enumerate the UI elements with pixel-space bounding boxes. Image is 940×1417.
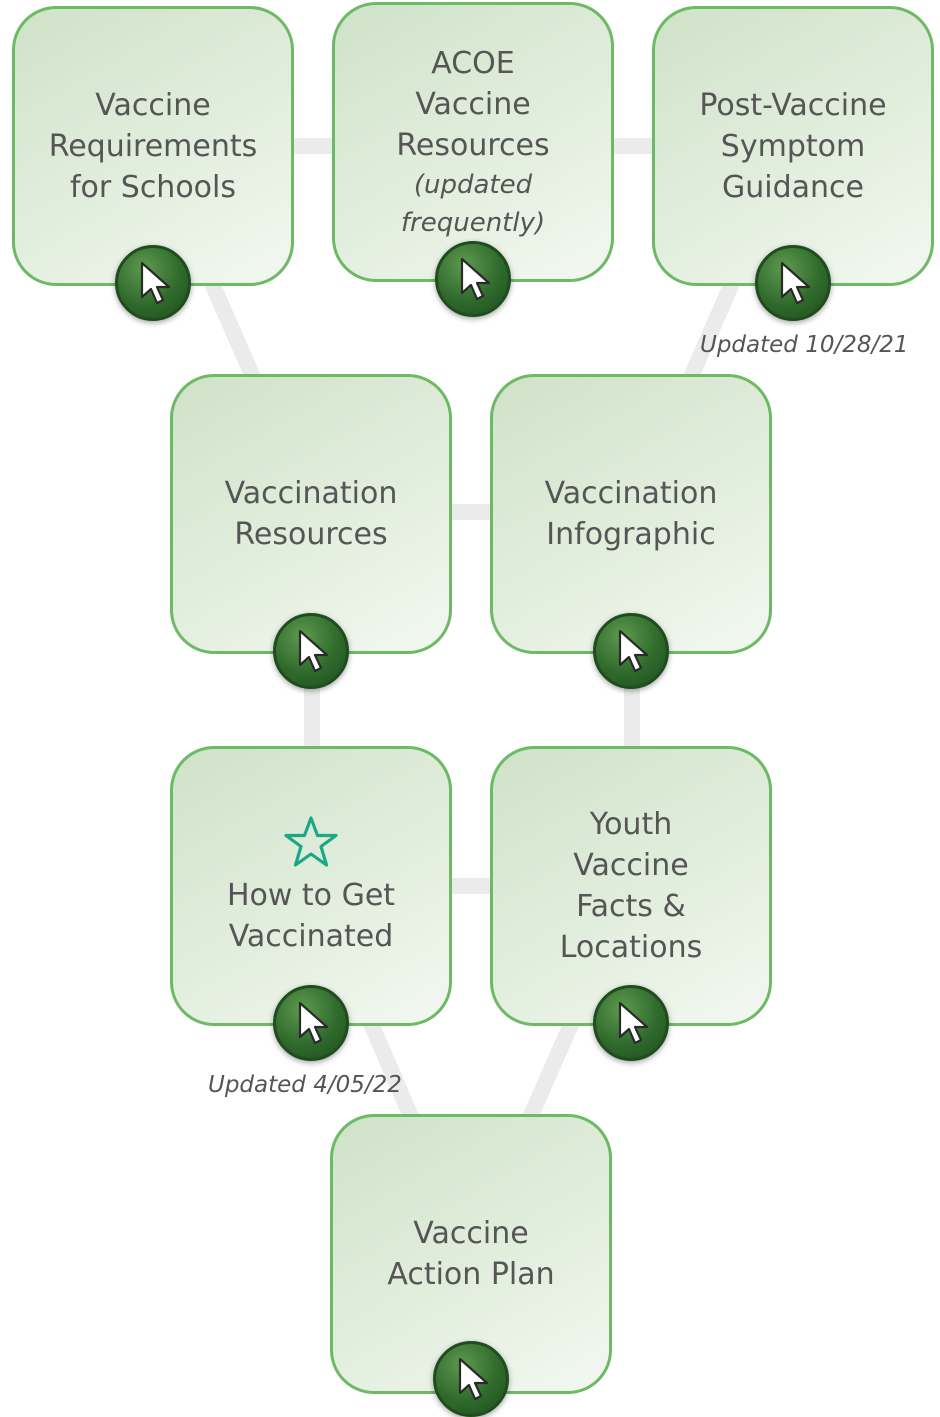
cursor-arrow-icon[interactable] <box>273 985 349 1061</box>
cursor-arrow-icon[interactable] <box>433 1341 509 1417</box>
vaccine-requirements-card[interactable]: Vaccine Requirements for Schools <box>12 6 294 321</box>
star-icon <box>284 816 338 867</box>
card-label: Vaccination Infographic <box>544 476 718 552</box>
card-label: ACOE Vaccine Resources <box>396 45 550 163</box>
cursor-arrow-icon[interactable] <box>593 985 669 1061</box>
youth-vaccine-facts-card[interactable]: Youth Vaccine Facts & Locations <box>490 746 772 1061</box>
cursor-arrow-icon[interactable] <box>593 613 669 689</box>
post-vaccine-guidance-card[interactable]: Post-Vaccine Symptom Guidance <box>652 6 934 321</box>
card-label: Post-Vaccine Symptom Guidance <box>699 87 887 205</box>
updated-note: Updated 4/05/22 <box>208 1072 402 1098</box>
acoe-vaccine-resources-card[interactable]: ACOE Vaccine Resources (updated frequent… <box>332 2 614 317</box>
vaccine-action-plan-card[interactable]: Vaccine Action Plan <box>330 1114 612 1417</box>
card-label: Vaccine Requirements for Schools <box>48 87 258 205</box>
card-sublabel: (updated frequently) <box>400 169 546 238</box>
cursor-arrow-icon[interactable] <box>115 245 191 321</box>
vaccination-resources-card[interactable]: Vaccination Resources <box>170 374 452 689</box>
card-label: Vaccination Resources <box>224 476 398 552</box>
card-label: How to Get Vaccinated <box>226 878 396 954</box>
how-to-get-vaccinated-card[interactable]: How to Get Vaccinated <box>170 746 452 1061</box>
cursor-arrow-icon[interactable] <box>755 245 831 321</box>
cursor-arrow-icon[interactable] <box>435 241 511 317</box>
cursor-arrow-icon[interactable] <box>273 613 349 689</box>
vaccination-infographic-card[interactable]: Vaccination Infographic <box>490 374 772 689</box>
card-label: Vaccine Action Plan <box>387 1216 555 1292</box>
updated-note: Updated 10/28/21 <box>700 332 909 358</box>
card-label: Youth Vaccine Facts & Locations <box>559 807 703 965</box>
